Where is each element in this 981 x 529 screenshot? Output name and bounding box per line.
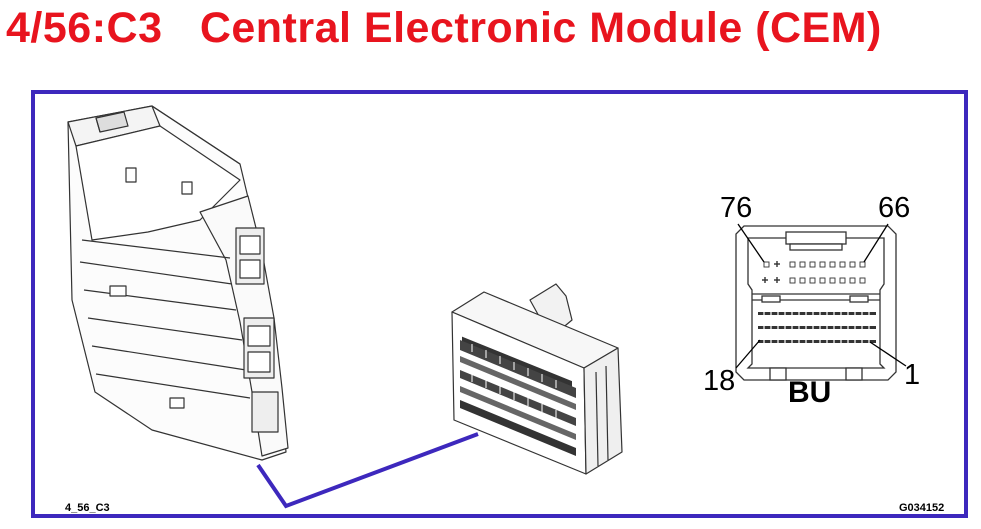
leader-line	[256, 432, 479, 509]
pin-label-76: 76	[720, 192, 753, 224]
connector-face-icon	[735, 223, 907, 381]
page-title: 4/56:C3 Central Electronic Module (CEM)	[6, 4, 882, 52]
figure-id-right: G034152	[899, 502, 945, 514]
pin-label-1: 1	[904, 359, 921, 391]
cem-module-icon	[67, 105, 289, 461]
connector-color-code: BU	[788, 376, 832, 409]
figure-id-left: 4_56_C3	[65, 502, 110, 514]
diagram-frame	[31, 90, 968, 518]
pin-label-66: 66	[878, 192, 911, 224]
connector-plug-icon	[451, 283, 623, 475]
pin-label-18: 18	[703, 365, 736, 397]
